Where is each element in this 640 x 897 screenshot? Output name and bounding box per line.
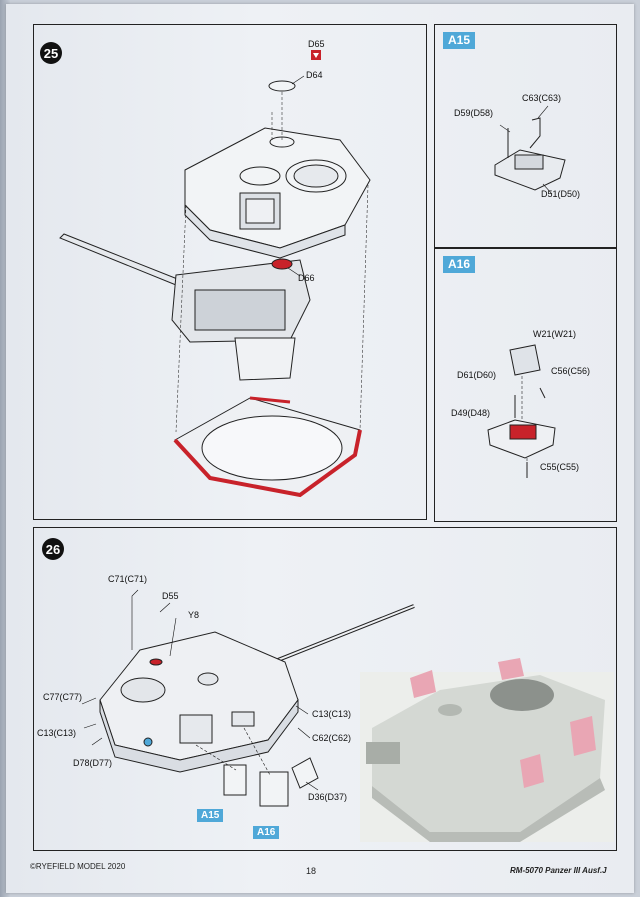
- step-25-badge: 25: [40, 42, 62, 64]
- step-26-badge: 26: [42, 538, 64, 560]
- a16-panel: [434, 248, 617, 522]
- label-c13-left: C13(C13): [37, 728, 77, 738]
- a16-drawing: [487, 344, 556, 478]
- footer-product: RM-5070 Panzer III Ausf.J: [510, 866, 607, 875]
- label-c63: C63(C63): [522, 93, 562, 103]
- subassembly-tag-a15: A15: [197, 809, 224, 822]
- a15-drawing: [494, 105, 566, 195]
- turret-roof-drawing: [184, 127, 371, 259]
- label-c62: C62(C62): [312, 733, 352, 743]
- binding-edge: [0, 0, 10, 897]
- label-d61: D61(D60): [457, 370, 497, 380]
- a16-title-tag: A16: [443, 256, 476, 273]
- hatch-part-d65: [268, 50, 321, 92]
- label-c71: C71(C71): [108, 574, 148, 584]
- guide-lines-25: [175, 92, 369, 433]
- label-d36: D36(D37): [308, 792, 348, 802]
- label-c77: C77(C77): [43, 692, 83, 702]
- label-d51: D51(D50): [541, 189, 581, 199]
- label-c56: C56(C56): [551, 366, 591, 376]
- label-d49: D49(D48): [451, 408, 491, 418]
- a15-title-tag: A15: [443, 32, 476, 49]
- label-d55: D55: [162, 591, 179, 601]
- step-25-panel: [33, 24, 427, 520]
- a15-panel: [434, 24, 617, 248]
- label-y8: Y8: [188, 610, 200, 620]
- leader-lines-25: [287, 75, 305, 277]
- label-c13-right: C13(C13): [312, 709, 352, 719]
- label-d78: D78(D77): [73, 758, 113, 768]
- label-d59: D59(D58): [454, 108, 494, 118]
- label-d65: D65: [308, 39, 325, 49]
- turret-assembly-drawing: [99, 604, 415, 807]
- subassembly-tag-a16: A16: [253, 826, 280, 839]
- turret-photo: [360, 658, 614, 842]
- leader-lines-26: [81, 589, 319, 791]
- label-d66: D66: [298, 273, 315, 283]
- label-d64: D64: [306, 70, 323, 80]
- label-c55: C55(C55): [540, 462, 580, 472]
- footer-copyright: ©RYEFIELD MODEL 2020: [30, 862, 126, 871]
- gun-mantlet-drawing: [59, 233, 311, 381]
- step-26-panel: [33, 527, 617, 851]
- label-w21: W21(W21): [533, 329, 577, 339]
- footer-page-number: 18: [306, 866, 317, 876]
- turret-ring-drawing: [173, 396, 362, 498]
